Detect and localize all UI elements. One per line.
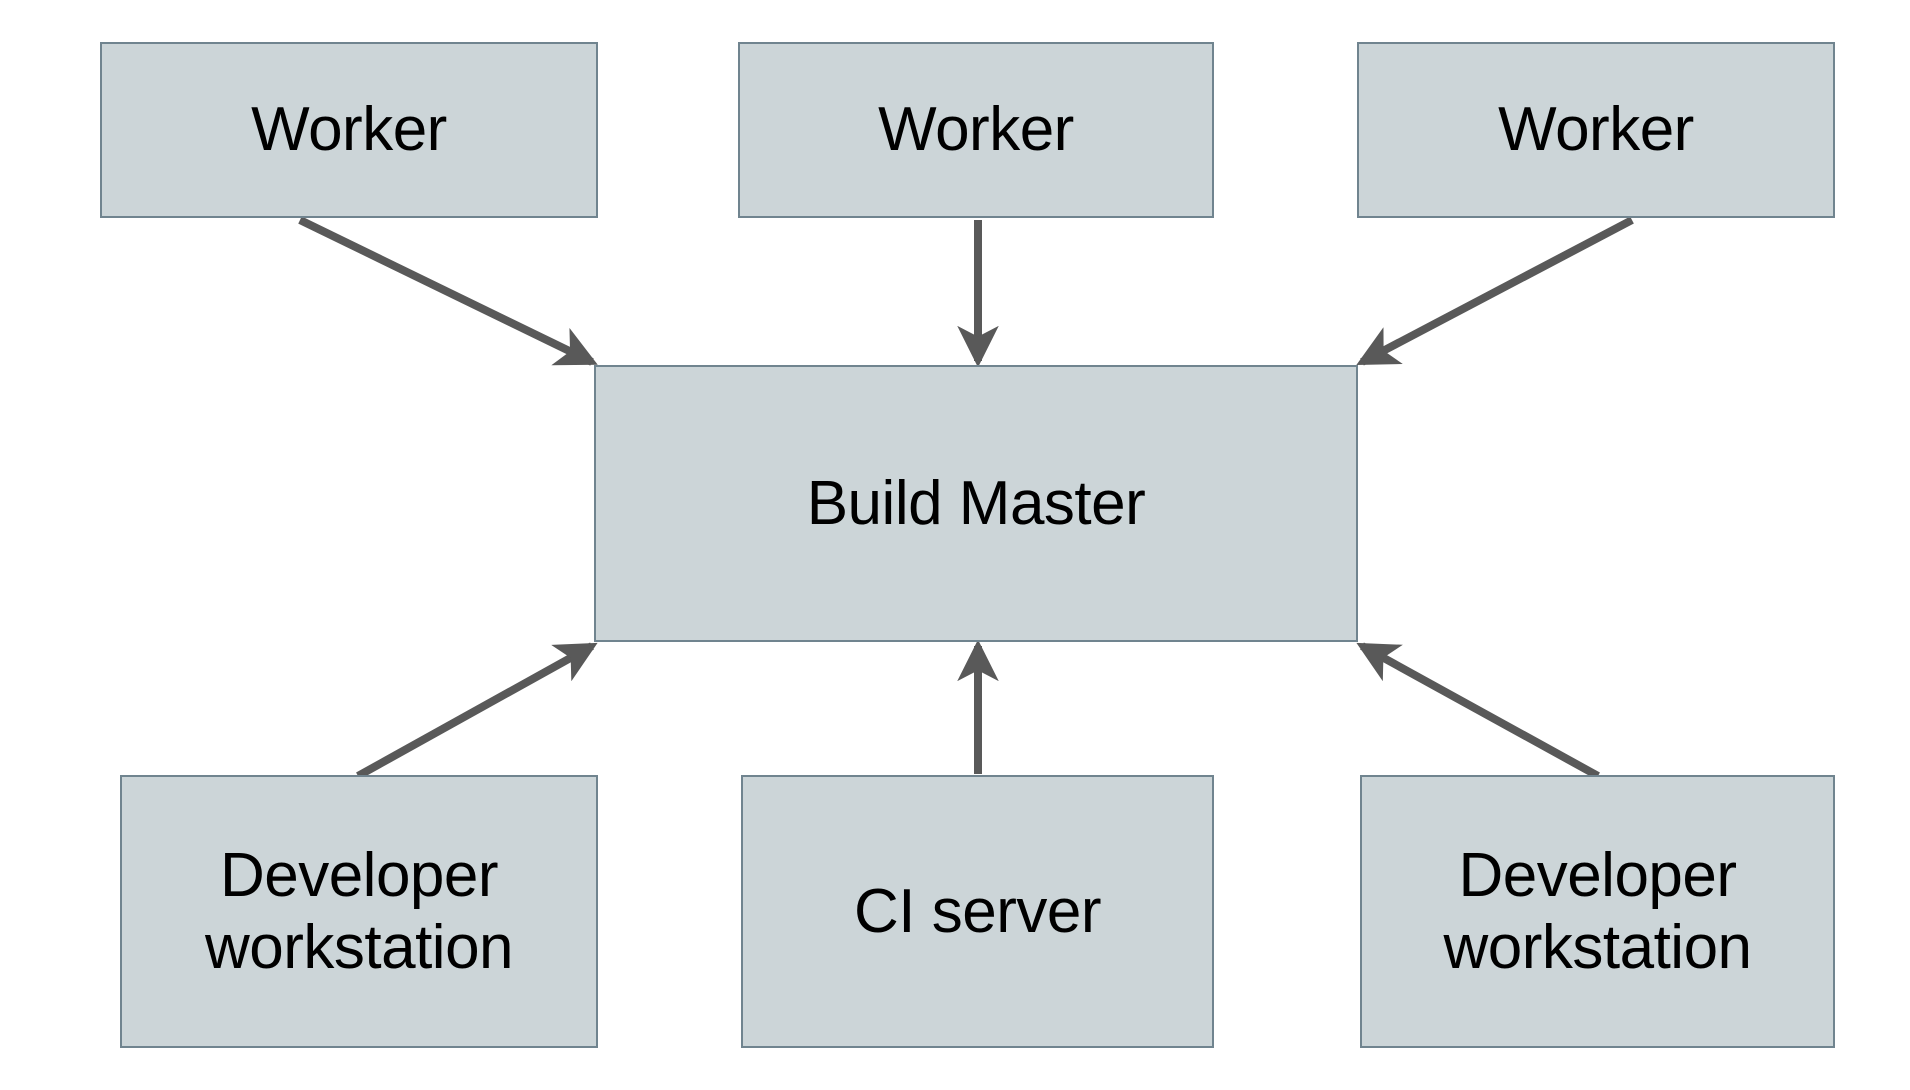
edge-dev-left-to-master <box>356 642 598 780</box>
node-ci-server-label: CI server <box>854 876 1101 946</box>
node-developer-workstation-left-label: Developer workstation <box>204 841 514 982</box>
edge-worker-right-to-master <box>1356 216 1634 366</box>
node-worker-left-label: Worker <box>251 95 447 165</box>
node-worker-left[interactable]: Worker <box>100 42 598 218</box>
node-developer-workstation-right-label: Developer workstation <box>1443 841 1752 982</box>
node-worker-right-label: Worker <box>1498 95 1694 165</box>
edge-dev-right-to-master <box>1356 642 1600 780</box>
edge-worker-left-to-master <box>298 216 598 366</box>
node-developer-workstation-left[interactable]: Developer workstation <box>120 775 598 1048</box>
node-ci-server[interactable]: CI server <box>741 775 1214 1048</box>
node-build-master-label: Build Master <box>806 468 1146 538</box>
node-build-master[interactable]: Build Master <box>594 365 1358 642</box>
node-worker-center-label: Worker <box>878 95 1074 165</box>
node-worker-center[interactable]: Worker <box>738 42 1214 218</box>
node-developer-workstation-right[interactable]: Developer workstation <box>1360 775 1835 1048</box>
node-worker-right[interactable]: Worker <box>1357 42 1835 218</box>
